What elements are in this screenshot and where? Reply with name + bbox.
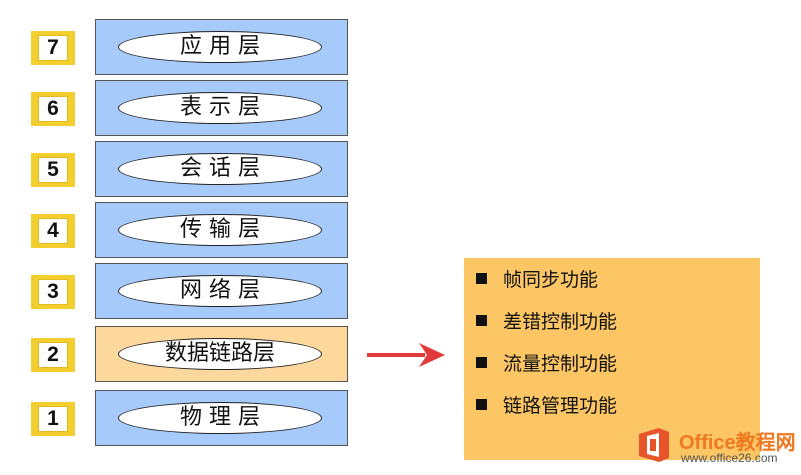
layer-number-label: 4 <box>38 218 68 244</box>
layer-number-label: 1 <box>38 406 68 432</box>
watermark: Office教程网 www.office26.com <box>631 424 799 472</box>
function-item: 帧同步功能 <box>476 265 598 295</box>
function-item: 差错控制功能 <box>476 307 617 337</box>
layer-number-1: 1 <box>31 402 75 436</box>
layer-label: 应 用 层 <box>118 31 322 63</box>
layer-presentation: 表 示 层 <box>95 80 348 136</box>
data-link-functions-panel: 帧同步功能 差错控制功能 流量控制功能 链路管理功能 <box>464 258 760 460</box>
layer-transport: 传 输 层 <box>95 202 348 258</box>
layer-label: 会 话 层 <box>118 153 322 185</box>
function-item: 链路管理功能 <box>476 391 617 421</box>
bullet-square-icon <box>476 315 487 326</box>
layer-application: 应 用 层 <box>95 19 348 75</box>
layer-number-label: 7 <box>38 35 68 61</box>
layer-label: 数据链路层 <box>118 338 322 370</box>
layer-label: 网 络 层 <box>118 275 322 307</box>
function-label: 链路管理功能 <box>503 395 618 417</box>
layer-number-5: 5 <box>31 153 75 187</box>
function-label: 帧同步功能 <box>503 269 599 291</box>
bullet-square-icon <box>476 357 487 368</box>
watermark-url: www.office26.com <box>681 451 778 465</box>
layer-number-7: 7 <box>31 31 75 65</box>
layer-network: 网 络 层 <box>95 263 348 319</box>
layer-number-4: 4 <box>31 214 75 248</box>
layer-number-label: 6 <box>38 96 68 122</box>
layer-session: 会 话 层 <box>95 141 348 197</box>
layer-number-6: 6 <box>31 92 75 126</box>
function-label: 差错控制功能 <box>503 311 618 333</box>
office-logo-icon <box>639 428 669 462</box>
arrow-right-icon <box>367 343 445 367</box>
function-label: 流量控制功能 <box>503 353 618 375</box>
layer-number-label: 5 <box>38 157 68 183</box>
bullet-square-icon <box>476 273 487 284</box>
layer-data-link: 数据链路层 <box>95 326 348 382</box>
layer-number-label: 2 <box>38 342 68 368</box>
layer-label: 物 理 层 <box>118 402 322 434</box>
layer-label: 表 示 层 <box>118 92 322 124</box>
layer-label: 传 输 层 <box>118 214 322 246</box>
layer-physical: 物 理 层 <box>95 390 348 446</box>
layer-number-label: 3 <box>38 279 68 305</box>
watermark-name: Office教程网 <box>679 432 796 454</box>
function-item: 流量控制功能 <box>476 349 617 379</box>
layer-number-3: 3 <box>31 275 75 309</box>
layer-number-2: 2 <box>31 338 75 372</box>
bullet-square-icon <box>476 399 487 410</box>
